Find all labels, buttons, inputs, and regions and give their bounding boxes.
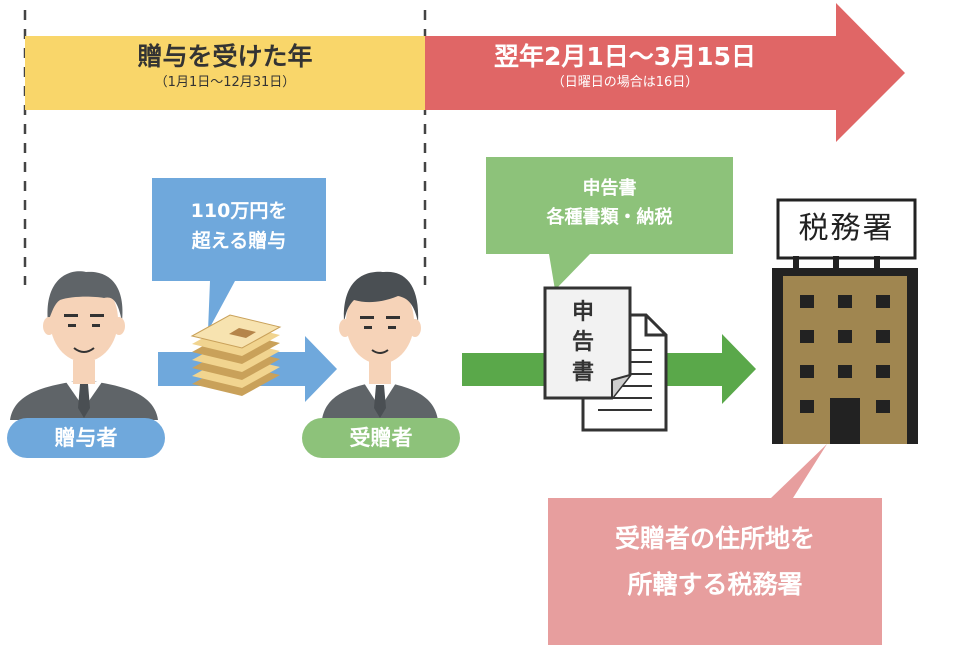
office-bubble-line2: 所轄する税務署	[627, 570, 803, 599]
deadline-title: 翌年2月1日～3月15日	[494, 42, 756, 71]
giver-label-pill	[7, 418, 165, 458]
receiver-label-pill	[302, 418, 460, 458]
deadline-note: （日曜日の場合は16日）	[551, 75, 699, 90]
receiver-label: 受贈者	[349, 426, 413, 450]
gift-year-band	[25, 36, 425, 110]
gift-year-range: （1月1日～12月31日）	[154, 75, 296, 90]
deadline-heading: 翌年2月1日～3月15日 （日曜日の場合は16日）	[450, 40, 800, 92]
office-bubble-shape	[548, 444, 882, 645]
tax-office-building-icon	[772, 198, 918, 444]
money-stack-icon	[190, 314, 282, 396]
document-char-1: 申	[571, 300, 594, 325]
document-char-2: 告	[571, 330, 594, 355]
document-char-3: 書	[571, 360, 594, 385]
giver-person-icon	[10, 271, 158, 420]
docs-bubble-line1: 申告書	[582, 178, 637, 199]
giver-label: 贈与者	[54, 426, 118, 450]
docs-bubble-shape	[486, 157, 733, 290]
receiver-person-icon	[322, 271, 438, 420]
gift-bubble-line2: 超える贈与	[191, 230, 287, 252]
gift-bubble-shape	[152, 178, 326, 331]
gift-bubble-text: 110万円を 超える贈与	[152, 196, 326, 256]
gift-bubble-line1: 110万円を	[190, 200, 288, 222]
document-title: 申 告 書	[555, 298, 611, 388]
office-bubble-line1: 受贈者の住所地を	[614, 524, 815, 553]
document-icon	[543, 286, 668, 432]
office-bubble-text: 受贈者の住所地を 所轄する税務署	[548, 516, 882, 608]
docs-bubble-text: 申告書 各種書類・納税	[486, 174, 733, 232]
docs-bubble-line2: 各種書類・納税	[546, 207, 673, 228]
deadline-arrow	[425, 3, 905, 142]
gift-year-title: 贈与を受けた年	[137, 42, 313, 71]
office-sign: 税務署	[798, 211, 895, 246]
gift-year-heading: 贈与を受けた年 （1月1日～12月31日）	[25, 40, 425, 92]
